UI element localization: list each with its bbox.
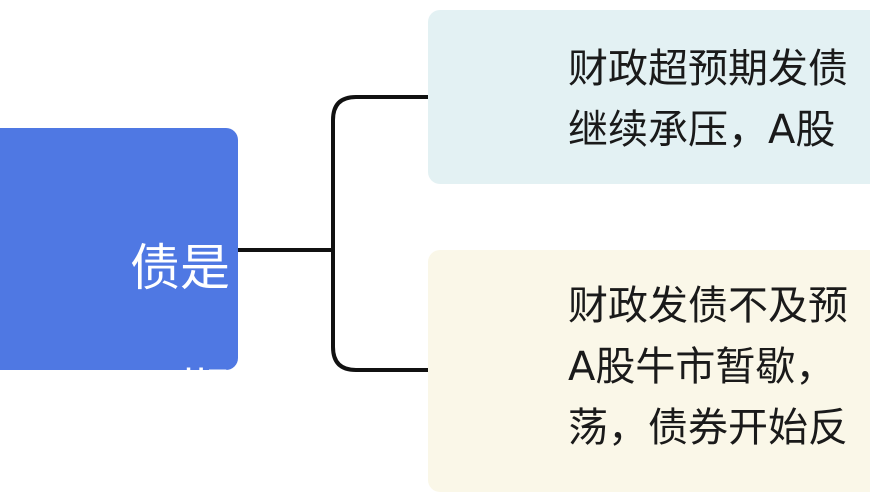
root-text-line: 期 <box>180 363 230 421</box>
root-node-text: 债是 期 <box>0 175 230 485</box>
connector-fork <box>331 95 430 372</box>
branch-1-text-line: 继续承压，A股 <box>568 107 836 153</box>
root-node <box>0 128 238 370</box>
branch-2-text-line: 财政发债不及预 <box>568 283 848 329</box>
branch-2-text-line: 荡，债券开始反 <box>568 405 848 451</box>
branch-node-2: 财政发债不及预 A股牛市暂歇， 荡，债券开始反 <box>428 250 870 492</box>
branch-1-text-line: 财政超预期发债 <box>568 46 848 92</box>
branch-2-text-line: A股牛市暂歇， <box>568 344 836 390</box>
root-text-line: 债是 <box>130 239 230 297</box>
branch-node-1: 财政超预期发债 继续承压，A股 <box>428 10 870 184</box>
